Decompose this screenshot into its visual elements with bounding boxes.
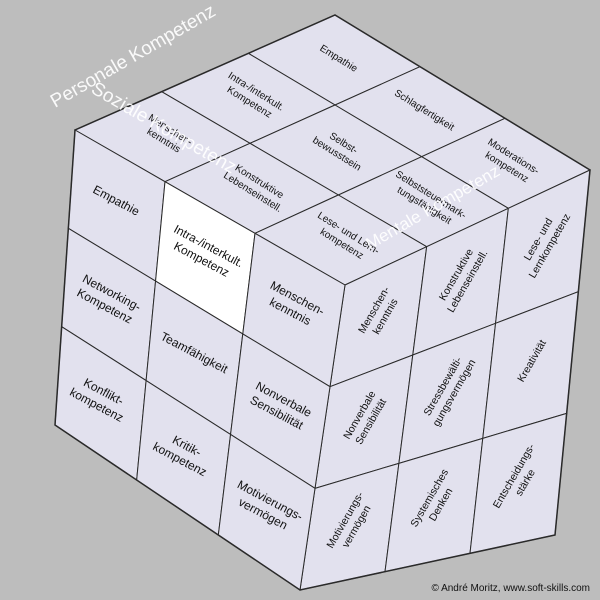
copyright-text: © André Moritz, www.soft-skills.com [431,583,590,594]
top-face: EmpathieSchlagfertigkeitModerations-komp… [73,14,592,286]
right-face: Menschen-kenntnisKonstruktiveLebenseinst… [299,169,591,591]
cube-outline [54,14,591,591]
front-face: EmpathieIntra-/interkult.KompetenzMensch… [54,129,346,591]
